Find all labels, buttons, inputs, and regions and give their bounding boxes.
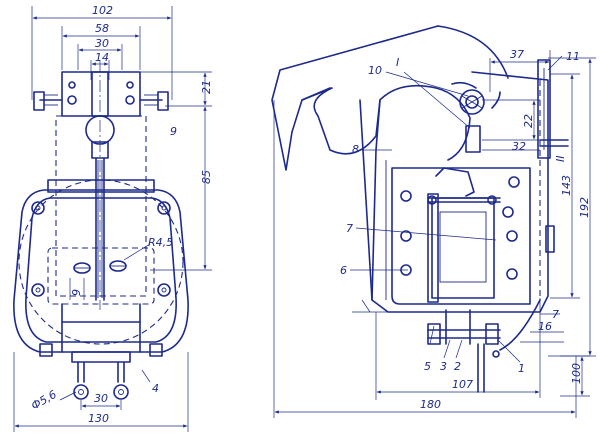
dim-hole-spacing: 30 <box>94 392 108 405</box>
dim-hole-dia: Ф5,6 <box>29 388 59 413</box>
dim-height-top: 21 <box>200 80 213 94</box>
dim-width-shaft: 14 <box>95 51 109 64</box>
shaft-assembly <box>55 115 147 301</box>
dim-width-top: 102 <box>92 4 113 17</box>
callout-part-9: 9 <box>170 125 177 138</box>
side-view: 37 22 32 143 192 7 16 100 107 180 8 7 6 … <box>271 25 596 418</box>
callout-part-1: 1 <box>518 362 525 375</box>
callout-part-11: 11 <box>566 50 580 63</box>
callout-part-7: 7 <box>346 222 353 235</box>
spring-detail <box>69 243 151 300</box>
dim-small-a: 22 <box>522 114 535 128</box>
dim-right-b: 16 <box>538 320 552 333</box>
callout-leaders <box>350 55 563 363</box>
front-top-dimensions <box>31 6 173 100</box>
dim-thickness: 9 <box>70 289 83 296</box>
lever-arm <box>271 25 509 171</box>
dim-right-a: 7 <box>552 308 559 321</box>
dim-radius: R4,5 <box>148 236 173 249</box>
dim-small-b: 32 <box>512 140 526 153</box>
right-bracket <box>537 59 569 253</box>
dim-top-offset: 37 <box>510 48 524 61</box>
callout-part-5: 5 <box>424 360 431 373</box>
callout-part-8: 8 <box>352 143 359 156</box>
plate-holes <box>400 176 520 280</box>
dim-base-width: 130 <box>88 412 109 425</box>
callout-part-6: 6 <box>340 264 347 277</box>
callout-part-4: 4 <box>152 382 159 395</box>
dim-height-inner: 143 <box>560 175 573 196</box>
front-right-dimensions <box>140 71 212 271</box>
frame <box>359 71 549 313</box>
dim-depth-total: 180 <box>420 398 441 411</box>
callout-part-10: 10 <box>368 64 382 77</box>
dim-height-mid: 85 <box>200 170 213 184</box>
front-view: 102 58 30 14 21 85 R4,5 9 Ф5,6 30 130 9 … <box>13 4 213 432</box>
dim-bottom-height: 100 <box>570 363 583 384</box>
housing-body <box>13 179 189 353</box>
dim-depth-inner: 107 <box>452 378 473 391</box>
dim-width-mid: 58 <box>95 22 109 35</box>
dim-height-total: 192 <box>578 197 591 218</box>
bottom-base <box>13 343 189 432</box>
upper-clamp <box>33 60 169 310</box>
callout-section-I: I <box>396 56 399 69</box>
callout-part-2: 2 <box>454 360 461 373</box>
contact-block <box>427 167 541 393</box>
callout-section-II: II <box>554 156 567 163</box>
dim-width-inner: 30 <box>95 37 109 50</box>
side-dimensions <box>273 50 596 418</box>
callout-part-3: 3 <box>440 360 447 373</box>
